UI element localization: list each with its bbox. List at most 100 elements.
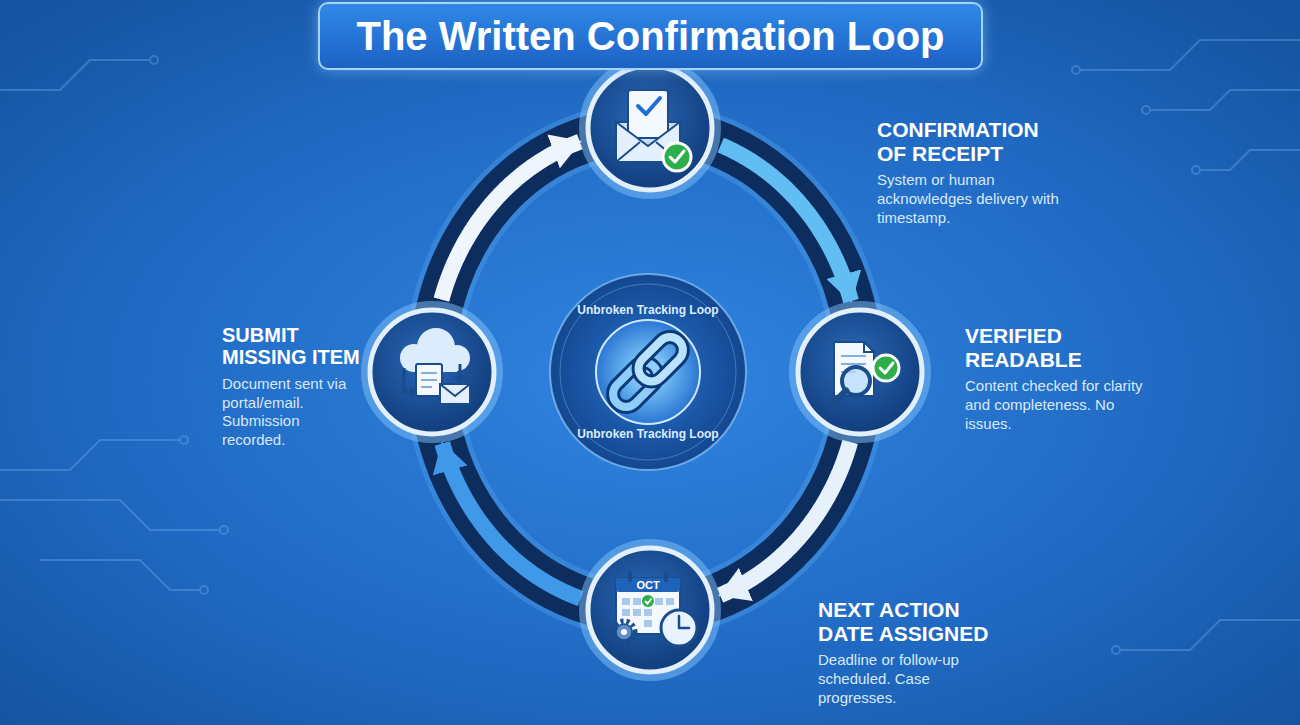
- day-cell: [633, 598, 641, 605]
- circle-disc: [798, 310, 922, 434]
- flow-arrow: [442, 444, 580, 599]
- step-circle: NEXT ACTION DATE ASSIGNEDDeadline or fol…: [586, 546, 714, 674]
- step-heading: NEXT ACTION DATE ASSIGNED: [818, 598, 1003, 645]
- flow-bracket-head: [410, 386, 416, 398]
- circuit-trace: [0, 60, 150, 90]
- circle-outline: [548, 272, 748, 472]
- calendar-page: [616, 578, 680, 634]
- day-cell: [644, 620, 652, 627]
- circle-disc: [588, 66, 712, 190]
- cloud-shape: [400, 328, 470, 372]
- chain-links: [608, 332, 689, 413]
- gear-hub: [621, 629, 627, 635]
- envelope-flap: [440, 384, 470, 396]
- cloud-puff: [417, 328, 455, 366]
- envelope-body: [440, 384, 470, 404]
- circuit-trace: [0, 440, 180, 470]
- hub-caption: Unbroken Tracking Loop: [548, 426, 748, 442]
- step-text: NEXT ACTION DATE ASSIGNED Deadline or fol…: [818, 598, 1003, 707]
- circuit-trace: [1080, 40, 1300, 70]
- step-text: SUBMIT MISSING ITEM Document sent via por…: [222, 324, 364, 450]
- circle-outline: [368, 308, 496, 436]
- badge-check: [670, 151, 684, 162]
- circle-outline: [586, 64, 714, 192]
- step-circle: CONFIRMATION OF RECEIPTSystem or human a…: [586, 64, 714, 192]
- page-corner: [864, 342, 874, 352]
- cloud-puff: [444, 345, 470, 371]
- circle-glow: [365, 305, 499, 439]
- circuit-trace: [40, 560, 200, 590]
- success-badge: [873, 355, 899, 381]
- step-text: VERIFIED READABLE Content checked for cla…: [965, 324, 1145, 433]
- calendar-ring: [664, 571, 668, 582]
- download-arrow-head: [454, 376, 466, 383]
- hub-circle: Unbroken Tracking LoopUnbroken Tracking …: [548, 272, 748, 472]
- circuit-pad: [1072, 66, 1080, 74]
- download-arrow: [459, 364, 462, 378]
- document-sheet: [416, 364, 442, 396]
- step-heading: CONFIRMATION OF RECEIPT: [877, 118, 1067, 165]
- circle-glow: [583, 543, 717, 677]
- circle-glow: [583, 61, 717, 195]
- circuit-trace: [1120, 620, 1300, 650]
- text-lines: [841, 356, 866, 372]
- gear-teeth: [613, 621, 635, 643]
- circle-disc: [588, 548, 712, 672]
- envelope-fold: [616, 142, 680, 162]
- text-lines: [421, 373, 437, 387]
- badge-check: [880, 363, 893, 373]
- day-cell: [644, 609, 652, 616]
- flow-arrow: [720, 442, 850, 595]
- hub-glow-rim: [596, 320, 700, 424]
- envelope-back: [616, 122, 680, 162]
- circuit-pad: [150, 56, 158, 64]
- chain-link-outline: [608, 357, 663, 412]
- chain-link: [633, 332, 688, 387]
- step-heading: SUBMIT MISSING ITEM: [222, 324, 364, 369]
- cloud-upload-icon: [400, 328, 470, 404]
- circuit-pad: [200, 586, 208, 594]
- chain-link-outline: [633, 332, 688, 387]
- day-cell: [622, 609, 630, 616]
- hub-caption: Unbroken Tracking Loop: [548, 302, 748, 318]
- gear-body: [616, 624, 632, 640]
- circuit-trace: [1150, 90, 1300, 110]
- step-description: Deadline or follow-up scheduled. Case pr…: [818, 651, 1003, 707]
- step-description: Content checked for clarity and complete…: [965, 377, 1145, 433]
- calendar-icon: [613, 571, 697, 646]
- hub-glow: [596, 320, 700, 424]
- magnifier-handle: [834, 391, 846, 403]
- step-description: Document sent via portal/email. Submissi…: [222, 375, 364, 450]
- magnifier-icon: [834, 342, 899, 403]
- circuit-pad: [220, 526, 228, 534]
- calendar-ring: [628, 571, 632, 582]
- circuit-pad: [180, 436, 188, 444]
- cloud-puff: [400, 344, 428, 372]
- circuit-pad: [1192, 166, 1200, 174]
- title-banner: The Written Confirmation Loop: [318, 2, 983, 70]
- day-cell: [622, 598, 630, 605]
- magnifier-lens: [842, 367, 870, 395]
- day-cell: [655, 598, 663, 605]
- step-circle: SUBMIT MISSING ITEMDocument sent via por…: [368, 308, 496, 436]
- document-sheet: [834, 342, 874, 396]
- circle-disc: [370, 310, 494, 434]
- circle-outline: [796, 308, 924, 436]
- step-circle: VERIFIED READABLEContent checked for cla…: [796, 308, 924, 436]
- chain-link-icon: [596, 320, 700, 424]
- circuit-trace: [1200, 150, 1300, 170]
- envelope-icon: [616, 90, 691, 171]
- step-heading: VERIFIED READABLE: [965, 324, 1145, 371]
- diagram-title: The Written Confirmation Loop: [320, 4, 981, 68]
- circuit-pad: [1112, 646, 1120, 654]
- calendar-grid: [622, 598, 674, 627]
- letter-sheet: [628, 90, 668, 138]
- cloud-base: [414, 356, 457, 372]
- clock-face: [661, 610, 697, 646]
- flow-arrow: [721, 145, 851, 301]
- envelope-front: [616, 122, 680, 162]
- circle-glow: [793, 305, 927, 439]
